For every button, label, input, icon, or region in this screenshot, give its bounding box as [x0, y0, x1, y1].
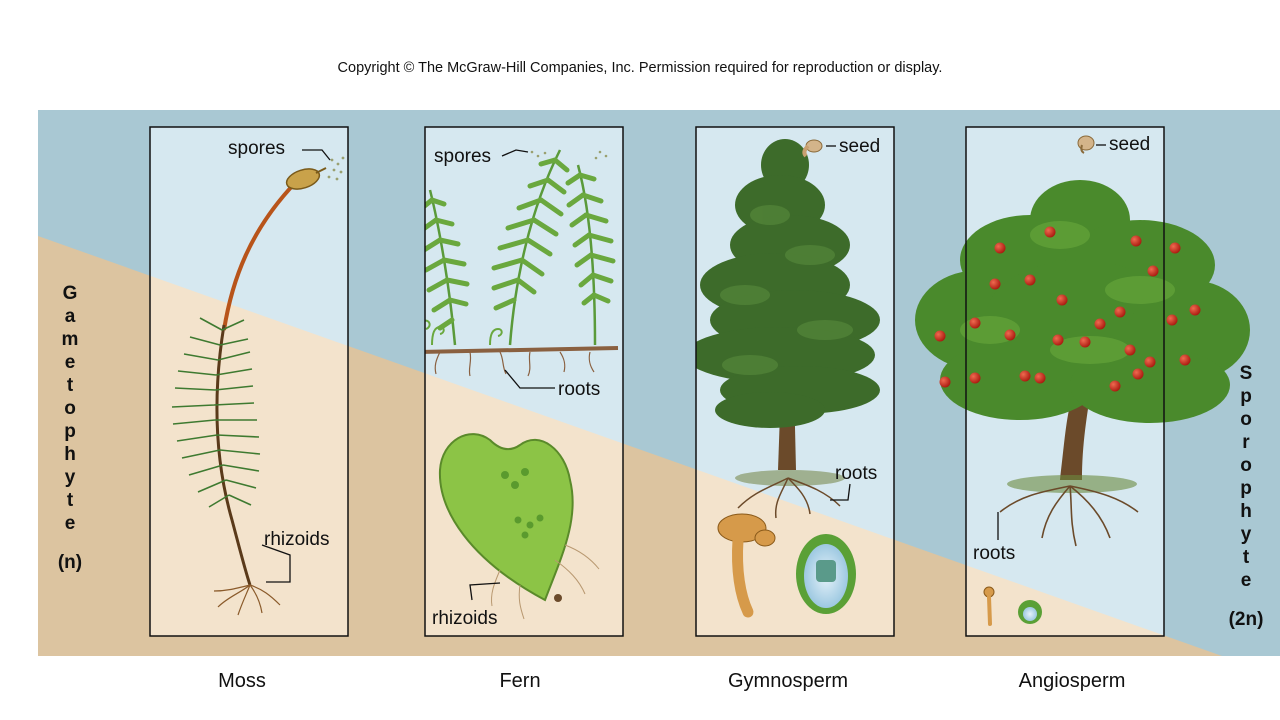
moss-rhizoids: [213, 584, 281, 616]
fern-pinnae: [425, 157, 616, 331]
gymnosperm-roots-label: roots: [835, 463, 878, 484]
angiosperm-seed-label: seed: [1109, 134, 1151, 155]
fern-illustration: [425, 149, 619, 620]
gametophyte-ploidy: (n): [57, 552, 83, 573]
fern-spores-label: spores: [434, 146, 492, 167]
angiosperm-seed-icon: [1077, 135, 1095, 154]
sporophyte-word: S p o r o p h y t e: [1239, 363, 1253, 591]
angiosperm-pollen: [983, 586, 995, 626]
angiosperm-illustration: [915, 135, 1250, 626]
plant-label-gymnosperm: Gymnosperm: [727, 670, 849, 692]
angiosperm-roots-label: roots: [973, 543, 1016, 564]
fern-spores: [530, 150, 608, 160]
apple-roots: [999, 485, 1139, 547]
plant-label-moss: Moss: [218, 670, 266, 692]
moss-spores-label: spores: [228, 138, 286, 159]
fern-roots: [434, 351, 595, 377]
copyright-notice: Copyright © The McGraw-Hill Companies, I…: [337, 60, 943, 76]
plant-label-fern: Fern: [499, 670, 541, 692]
fern-prothallus-cells: [501, 468, 544, 539]
moss-rhizoids-label: rhizoids: [264, 529, 330, 550]
sporophyte-ploidy: (2n): [1228, 609, 1264, 630]
gametophyte-word: G a m e t o p h y t e: [61, 283, 79, 534]
plant-label-angiosperm: Angiosperm: [1018, 670, 1126, 692]
fern-prothallus: [438, 433, 574, 602]
fern-rhizome: [425, 346, 619, 354]
fern-rhizoids-label: rhizoids: [432, 608, 498, 629]
panel-borders: [149, 126, 1165, 637]
fern-roots-label: roots: [558, 379, 601, 400]
moss-spores: [327, 156, 345, 181]
pine-ovule: [796, 534, 856, 614]
pine-roots: [737, 477, 841, 519]
moss-illustration: [171, 149, 345, 616]
apple-fruits: [934, 226, 1201, 392]
sporophyte-label: S p o r o p h y t e (2n): [1226, 362, 1266, 631]
gymnosperm-illustration: [696, 139, 880, 618]
fern-rhizoids: [491, 544, 600, 620]
fern-fiddleheads: [425, 319, 503, 346]
pine-pollen-cone: [717, 513, 776, 618]
pine-canopy: [696, 139, 880, 428]
angiosperm-ovule: [1018, 600, 1042, 624]
moss-capsule: [285, 168, 321, 190]
moss-panel-bg: [150, 127, 348, 636]
gymnosperm-seed-icon: [802, 139, 823, 158]
gametophyte-label: G a m e t o p h y t e (n): [50, 282, 90, 574]
gymnosperm-seed-label: seed: [839, 136, 881, 157]
moss-leaves: [171, 317, 261, 508]
moss-seta: [222, 180, 298, 331]
moss-stem: [215, 324, 252, 586]
